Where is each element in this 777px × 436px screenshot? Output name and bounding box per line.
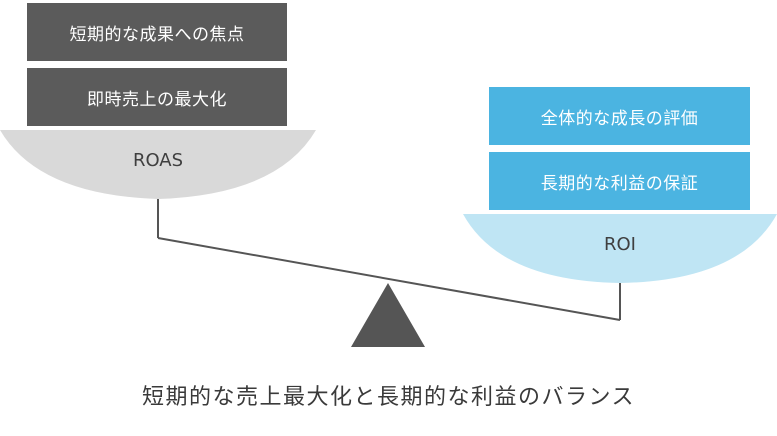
left-box-1: 短期的な成果への焦点 — [27, 3, 287, 61]
left-pan-label-roas: ROAS — [132, 150, 184, 171]
fulcrum-triangle — [351, 283, 425, 347]
right-box-1: 全体的な成長の評価 — [489, 87, 750, 145]
balance-beam — [157, 237, 621, 321]
left-pan — [0, 130, 316, 199]
right-pan-label-roi: ROI — [604, 234, 636, 255]
right-box-2: 長期的な利益の保証 — [489, 152, 750, 210]
left-box-2: 即時売上の最大化 — [27, 68, 287, 126]
right-pan — [463, 214, 777, 283]
diagram-caption: 短期的な売上最大化と長期的な利益のバランス — [141, 385, 636, 410]
